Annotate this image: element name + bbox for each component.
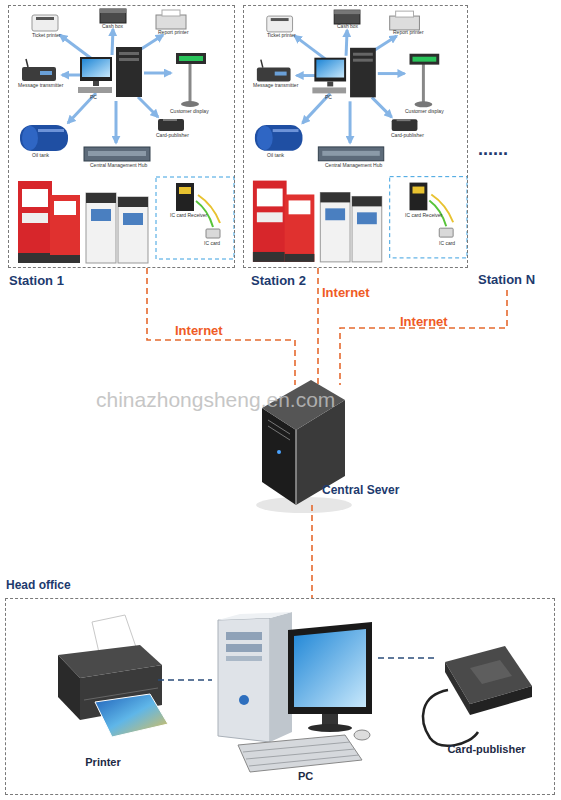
device-label: Oil tank <box>32 153 49 158</box>
printer-icon <box>58 655 80 720</box>
device-label: Cash box <box>337 24 358 29</box>
node-label: Station 1 <box>9 274 64 288</box>
card-publisher-icon <box>470 660 512 684</box>
pc-icon <box>308 724 352 732</box>
printer-icon <box>84 688 158 700</box>
node-label: Printer <box>48 756 158 768</box>
node-label: Card-publisher <box>438 743 535 755</box>
pc-icon <box>218 612 292 620</box>
device-label: Report printer <box>393 30 424 35</box>
node-label: Head office <box>6 579 71 592</box>
card-publisher-icon <box>445 662 470 715</box>
device-label: PC <box>325 95 332 100</box>
pc-icon <box>249 755 359 766</box>
device-label: Report printer <box>158 30 189 35</box>
station-node: Station N <box>476 272 548 290</box>
dashed-connector <box>340 290 507 385</box>
pc-node: PC <box>212 612 378 787</box>
card-publisher-icon <box>470 686 532 715</box>
device-label: Message transmitter <box>253 83 298 88</box>
dashed-connector <box>147 268 295 385</box>
connector-label: Internet <box>400 315 448 328</box>
server-icon <box>295 430 297 505</box>
pc-icon <box>239 695 249 705</box>
watermark: chinazhongsheng.en.com <box>96 389 335 410</box>
server-icon <box>268 426 290 440</box>
device-label: Central Management Hub <box>325 163 382 168</box>
dashed-connector <box>317 268 319 385</box>
pc-icon <box>288 622 372 714</box>
dashed-connector <box>378 657 438 659</box>
printer-icon <box>95 694 168 737</box>
device-label: Central Management Hub <box>90 163 147 168</box>
pc-icon <box>218 612 372 772</box>
pc-icon <box>294 629 366 707</box>
node-label: Station 2 <box>251 274 306 288</box>
pc-icon <box>354 730 370 740</box>
printer-node: Printer <box>48 615 158 770</box>
device-label: Ticket printer <box>32 33 61 38</box>
connector-label: Internet <box>322 286 370 299</box>
server-icon <box>277 450 281 454</box>
device-label: Customer display <box>170 109 209 114</box>
ellipsis-mark: ...... <box>478 140 508 158</box>
dashed-connector <box>158 679 212 681</box>
node-label: Station N <box>478 273 535 287</box>
pc-icon <box>226 632 262 640</box>
device-label: Oil tank <box>267 153 284 158</box>
card-publisher-icon <box>423 646 532 746</box>
printer-icon <box>58 615 168 737</box>
device-label: IC card Receiver <box>170 213 207 218</box>
node-label: PC <box>298 770 313 782</box>
dashed-connector <box>311 505 313 598</box>
device-label: IC card <box>439 241 455 246</box>
station-box: Station 2 <box>243 5 468 268</box>
device-label: IC card Receiver <box>405 213 442 218</box>
pc-icon <box>218 618 270 742</box>
pc-icon <box>226 656 262 661</box>
station-two-illustration <box>253 10 467 262</box>
device-label: IC card <box>204 241 220 246</box>
device-label: Cash box <box>102 24 123 29</box>
card-publisher-node: Card-publisher <box>438 640 535 760</box>
office-box: Head officePrinterPCCard-publisher <box>5 598 555 795</box>
server-icon <box>268 420 290 434</box>
device-label: Card-publisher <box>156 133 189 138</box>
node-label: Central Sever <box>322 484 399 497</box>
device-label: Message transmitter <box>18 83 63 88</box>
pc-icon <box>226 644 262 652</box>
station-box: Station 1 <box>8 5 235 268</box>
station-one-illustration <box>18 9 234 263</box>
pc-icon <box>238 735 362 772</box>
device-label: Ticket printer <box>267 33 296 38</box>
device-label: PC <box>90 95 97 100</box>
device-label: Customer display <box>405 109 444 114</box>
device-label: Card-publisher <box>391 133 424 138</box>
connector-label: Internet <box>175 324 223 337</box>
